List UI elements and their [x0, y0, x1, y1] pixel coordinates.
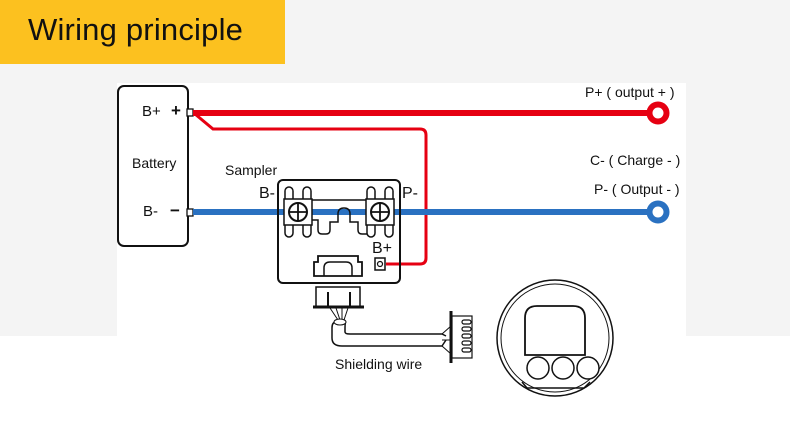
sampler-label: Sampler	[225, 162, 278, 178]
output-negative-label: P- ( Output - )	[594, 181, 680, 197]
charge-negative-label: C- ( Charge - )	[590, 152, 681, 168]
sampler-power-terminal	[374, 257, 386, 271]
sampler-left-terminal-label: B-	[259, 185, 275, 202]
battery-positive-terminal	[186, 108, 194, 117]
shunt-bar-bottom	[290, 207, 388, 235]
sampler-power-terminal-label: B+	[372, 240, 393, 257]
battery-label: Battery	[132, 155, 177, 171]
shielding-cable-icon	[313, 286, 473, 363]
sampler-right-clamp-icon	[365, 186, 395, 238]
positive-output-label: P+ ( output + )	[585, 84, 675, 100]
battery-positive-sign: +	[171, 101, 181, 120]
sampler-left-clamp-icon	[283, 186, 313, 238]
positive-output-terminal-icon	[646, 101, 670, 125]
battery-box	[117, 85, 189, 247]
battery-meter-display-icon	[496, 279, 614, 397]
page-title: Wiring principle	[28, 12, 244, 47]
sampler-power-wire	[194, 112, 428, 266]
negative-output-terminal-icon	[646, 200, 670, 224]
sampler-box	[277, 179, 401, 284]
sampler-right-terminal-label: P-	[402, 185, 418, 202]
title-banner: Wiring principle	[0, 0, 285, 64]
battery-positive-label: B+	[142, 103, 161, 120]
battery-negative-label: B-	[143, 203, 158, 220]
battery-negative-terminal	[186, 208, 194, 217]
battery-negative-sign: −	[170, 201, 180, 220]
shielding-wire-label: Shielding wire	[335, 356, 423, 372]
sampler-connector-socket-icon	[313, 255, 363, 277]
